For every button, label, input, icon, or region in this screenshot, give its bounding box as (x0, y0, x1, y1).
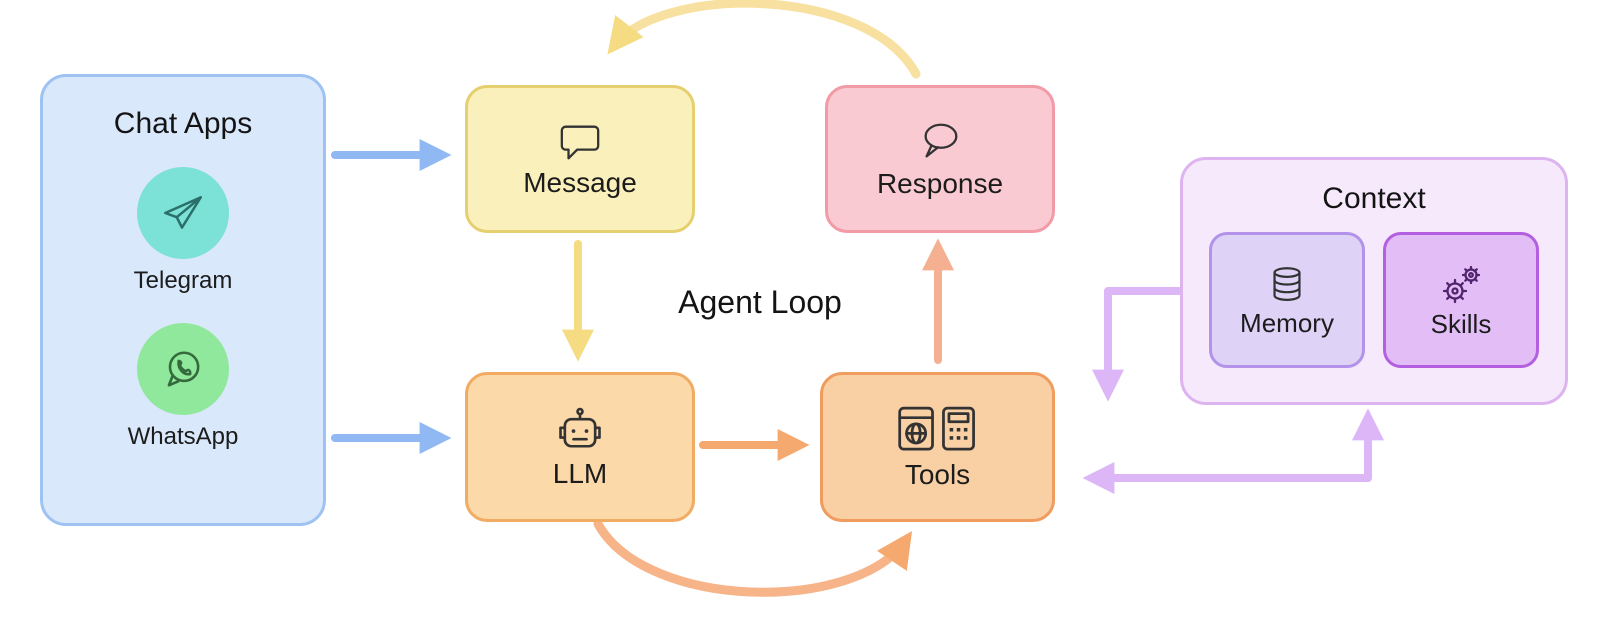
tools-node: Tools (820, 372, 1055, 522)
robot-icon (554, 405, 606, 455)
browser-calculator-icon (896, 404, 980, 456)
message-label: Message (523, 166, 637, 198)
message-node: Message (465, 85, 695, 233)
context-title: Context (1322, 182, 1426, 215)
chat-apps-group: Chat Apps Telegram WhatsApp (40, 74, 326, 526)
whatsapp-badge (137, 323, 229, 415)
telegram-label: Telegram (133, 267, 233, 294)
arrow-llm-to-tools-loop (593, 519, 913, 597)
telegram-badge (137, 167, 229, 259)
arrow-tools-context-exchange (1082, 408, 1384, 494)
arrow-context-to-tools-elbow (1092, 287, 1184, 402)
chat-apps-title: Chat Apps (113, 107, 253, 140)
telegram-icon (158, 188, 208, 238)
speech-bubble-round-icon (917, 119, 963, 165)
llm-node: LLM (465, 372, 695, 522)
memory-node: Memory (1209, 232, 1365, 368)
response-label: Response (876, 167, 1004, 199)
database-icon (1264, 263, 1310, 307)
tools-label: Tools (904, 458, 971, 490)
whatsapp-icon (157, 343, 209, 395)
context-row: Memory (1209, 232, 1539, 368)
response-node: Response (825, 85, 1055, 233)
agent-loop-title: Agent Loop (678, 284, 842, 320)
speech-bubble-square-icon (557, 120, 603, 164)
gears-icon (1437, 262, 1485, 308)
llm-label: LLM (552, 457, 608, 489)
whatsapp-label: WhatsApp (127, 423, 239, 450)
arrow-response-to-message-loop (607, 0, 921, 79)
memory-label: Memory (1240, 307, 1334, 338)
skills-label: Skills (1430, 308, 1492, 339)
context-group: Context Memory (1180, 157, 1568, 405)
skills-node: Skills (1383, 232, 1539, 368)
